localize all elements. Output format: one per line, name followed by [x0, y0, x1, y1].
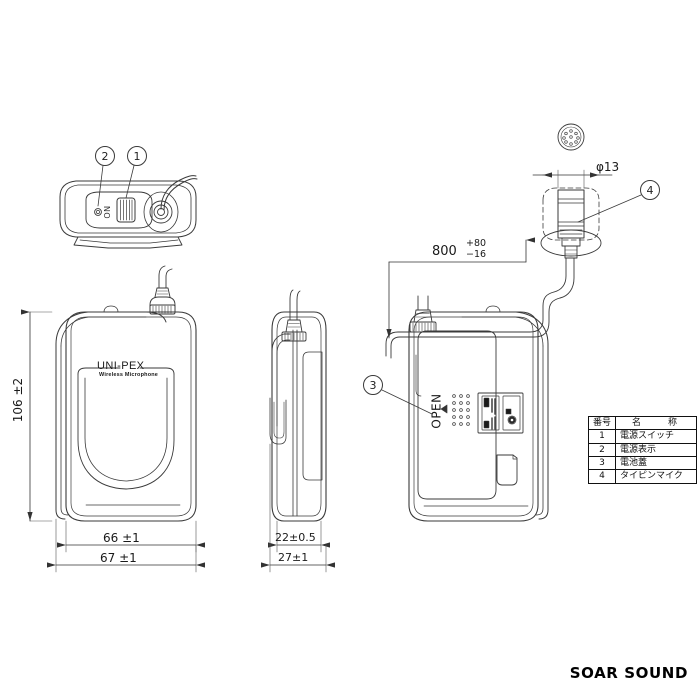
battery-cover-grip-dots — [452, 394, 470, 426]
dimension-depth-inner-label: 22±0.5 — [275, 531, 316, 544]
part-name: 電源表示 — [615, 442, 697, 458]
cable-routing — [385, 237, 561, 359]
mic-grille-top-view — [557, 123, 585, 151]
cable-gland-rear — [409, 295, 437, 333]
callout-4-label: 4 — [647, 184, 654, 197]
front-view-transmitter — [55, 265, 197, 522]
cable-gland-side — [281, 289, 307, 342]
dimension-width-outer-label: 67 ±1 — [100, 551, 137, 565]
table-row: 2 電源表示 — [588, 442, 697, 458]
table-row: 4 タイピンマイク — [588, 469, 697, 484]
dimension-mic-diameter-label: φ13 — [596, 160, 620, 174]
part-name: 電源スイッチ — [615, 429, 697, 444]
dimension-width-outer — [47, 518, 205, 573]
side-view-transmitter — [269, 289, 327, 522]
part-number: 1 — [588, 429, 616, 444]
cable-gland-front — [149, 265, 176, 315]
table-header-row: 番号 名 称 — [588, 415, 697, 431]
dimension-mic-diameter — [532, 169, 613, 189]
callout-2-label: 2 — [102, 150, 109, 163]
top-view-transmitter: ON — [59, 175, 198, 249]
dimension-width-inner-label: 66 ±1 — [103, 531, 140, 545]
dimension-height-label: 106 ±2 — [11, 377, 26, 423]
spec-label-plate — [477, 392, 524, 434]
part-number: 4 — [588, 469, 616, 484]
parts-legend-table: 番号 名 称 1 電源スイッチ 2 電源表示 3 電池蓋 4 タイピンマイク — [588, 415, 697, 484]
table-row: 1 電源スイッチ — [588, 429, 697, 444]
table-row: 3 電池蓋 — [588, 456, 697, 471]
callout-3-label: 3 — [370, 379, 377, 392]
part-number: 3 — [588, 456, 616, 471]
rear-view-transmitter — [408, 295, 549, 522]
callout-3: 3 — [363, 375, 433, 415]
header-name: 名 称 — [615, 415, 697, 431]
battery-cover-open-label: OPEN — [429, 393, 444, 429]
product-brand-line2: Wireless Microphone — [99, 372, 159, 378]
callout-1-label: 1 — [134, 150, 141, 163]
dimension-cable-tol-minus: −16 — [466, 249, 487, 260]
part-name: 電池蓋 — [615, 456, 697, 471]
product-brand-line1: UNI-PEX — [97, 360, 145, 372]
dimension-depth-inner — [268, 520, 330, 553]
dimension-cable-length-label: 800 — [432, 244, 457, 259]
dimension-cable-tol-plus: +80 — [466, 238, 487, 249]
dimension-height — [21, 309, 53, 522]
footer-brand: SOAR SOUND — [569, 664, 688, 682]
callout-1: 1 — [125, 146, 147, 199]
part-number: 2 — [588, 442, 616, 458]
dimension-depth-outer-label: 27±1 — [278, 551, 309, 564]
dimension-depth-outer — [261, 443, 335, 573]
callout-4: 4 — [577, 180, 660, 223]
header-number: 番号 — [588, 415, 616, 431]
tiepin-microphone — [540, 123, 602, 299]
svg-text:ON: ON — [103, 205, 112, 218]
part-name: タイピンマイク — [615, 469, 697, 484]
callout-2: 2 — [95, 146, 115, 207]
